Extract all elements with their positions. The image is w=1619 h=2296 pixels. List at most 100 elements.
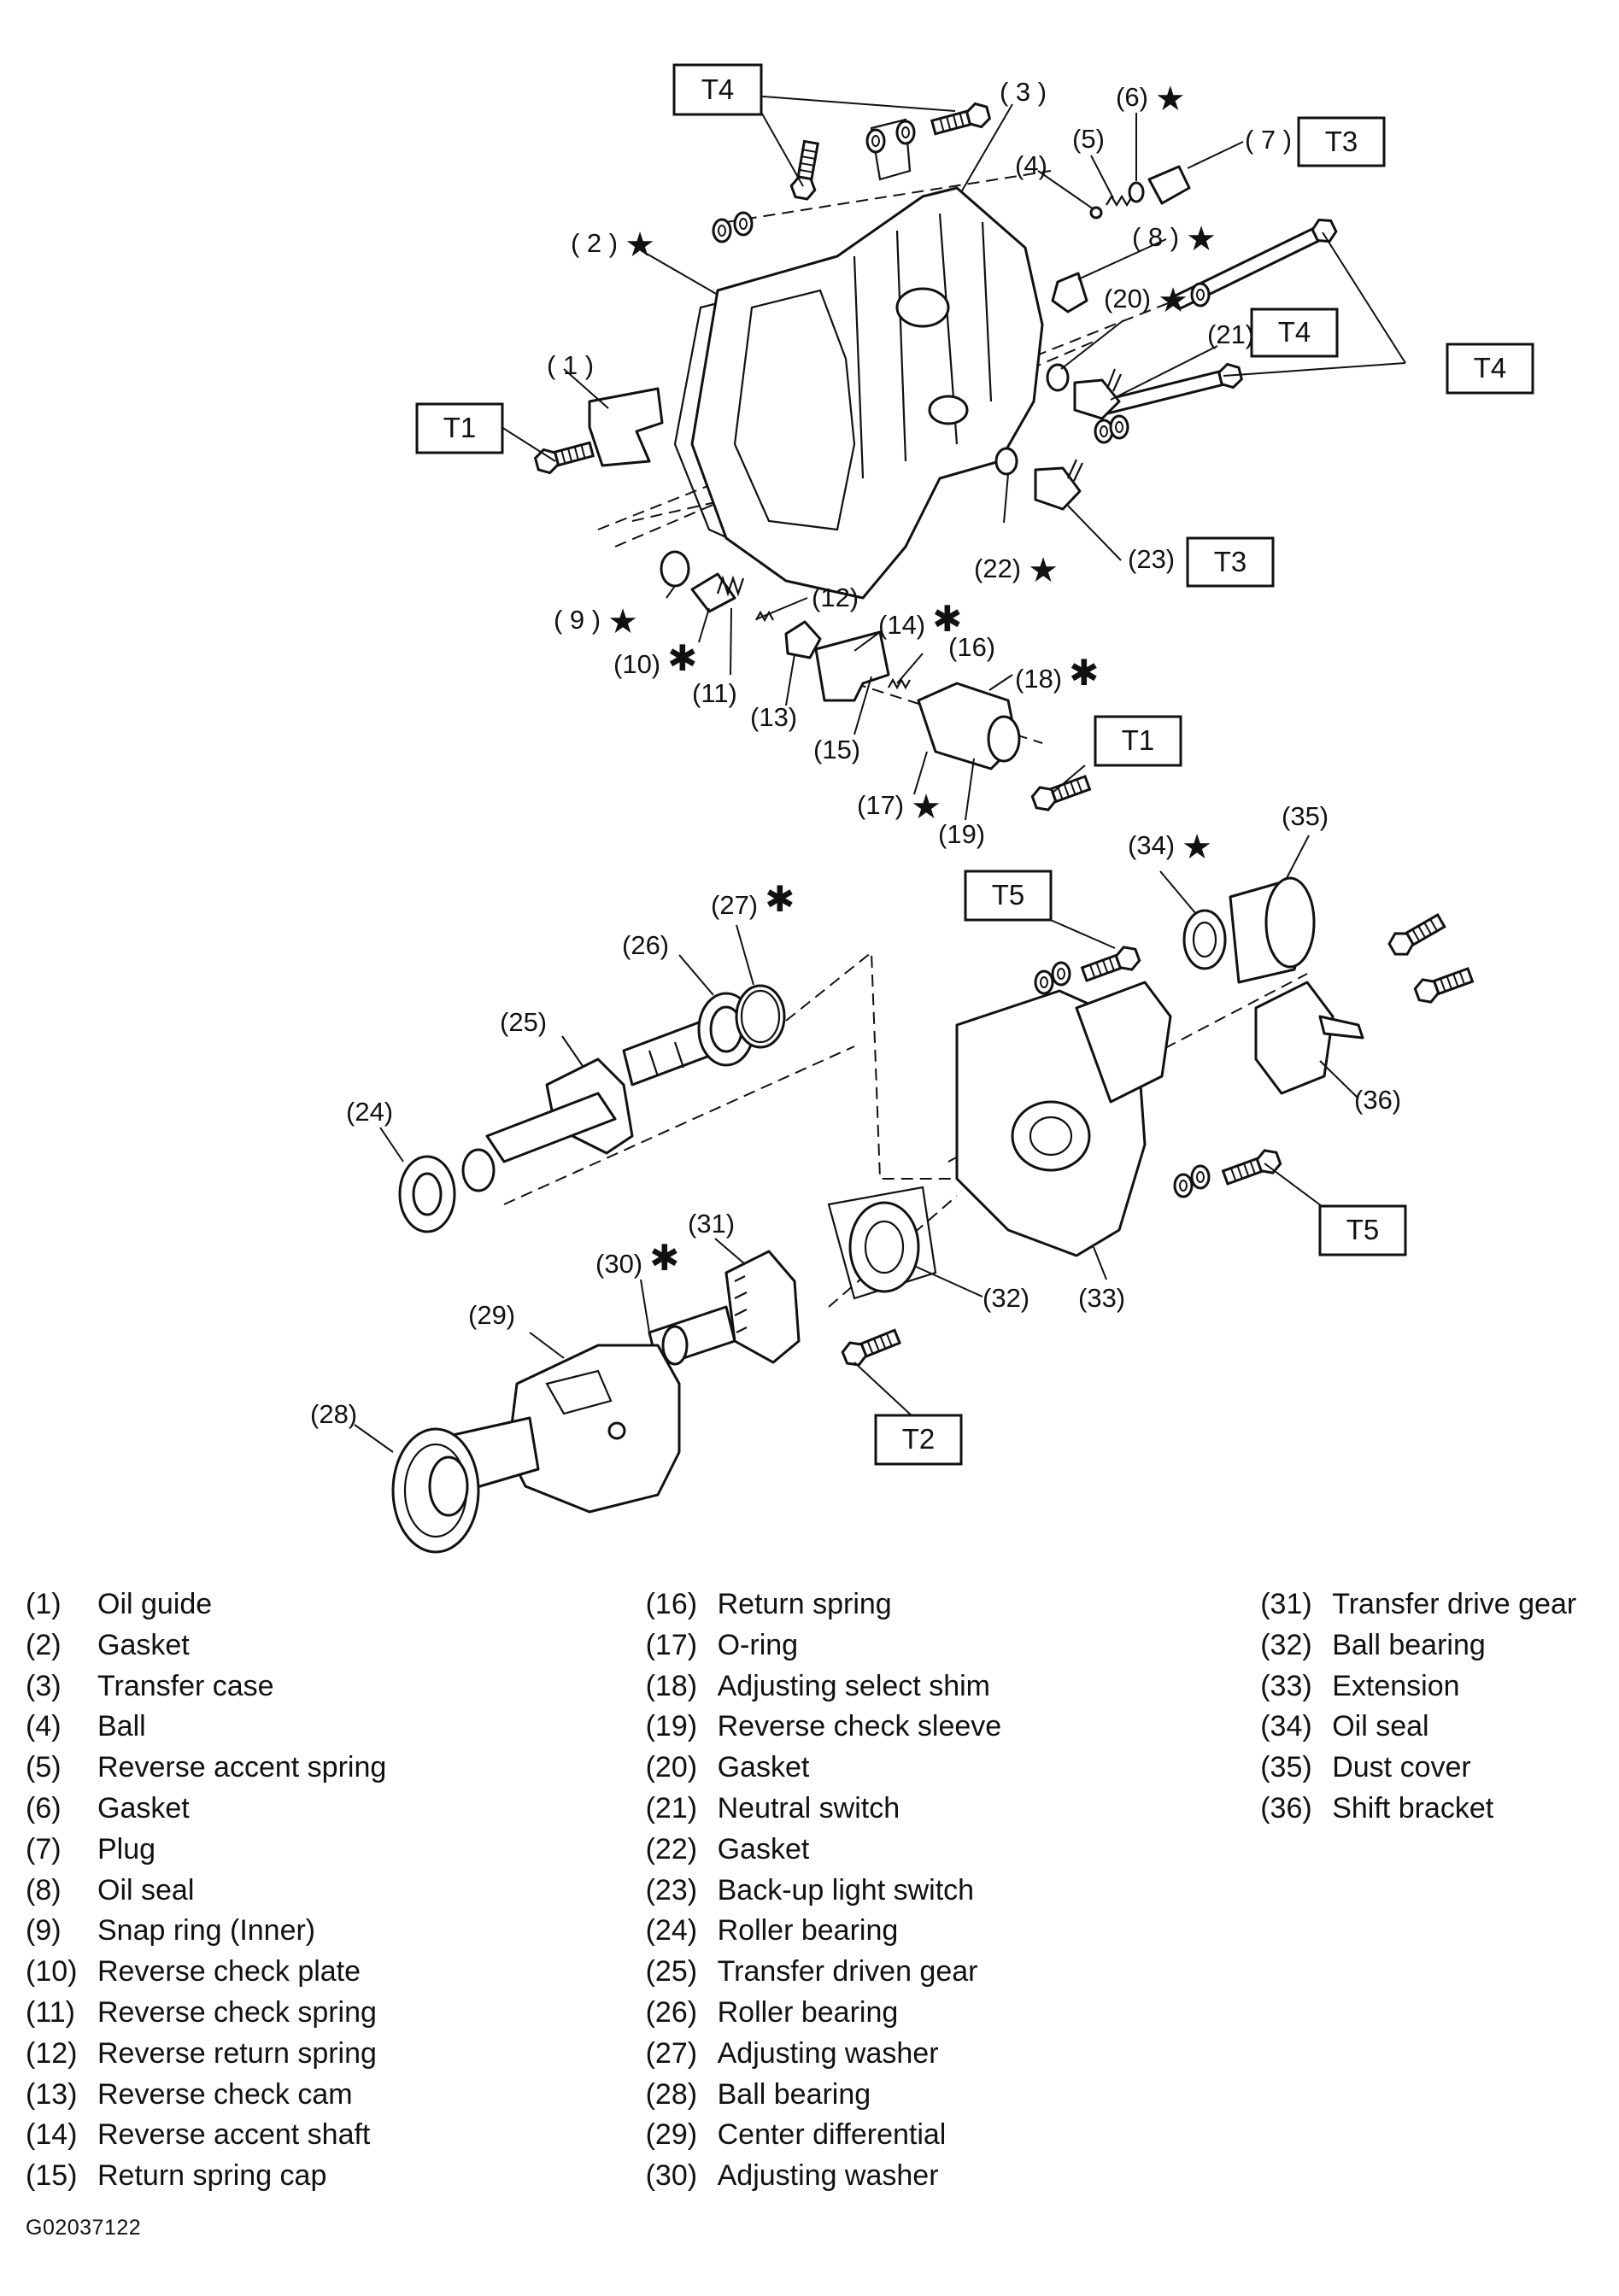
svg-text:T1: T1	[1122, 724, 1155, 756]
legend-item-number: (21)	[645, 1791, 698, 1824]
star-mark-icon: ★	[1155, 79, 1186, 119]
legend-item-number: (28)	[645, 2077, 698, 2111]
callout-5: (5)	[1072, 124, 1105, 154]
legend-item-number: (9)	[26, 1914, 62, 1948]
callout-4: (4)	[1015, 150, 1047, 180]
svg-text:T3: T3	[1214, 546, 1247, 577]
legend-item-name: O-ring	[717, 1628, 799, 1661]
legend-item-name: Snap ring (Inner)	[97, 1914, 316, 1948]
callout-29: (29)	[468, 1300, 515, 1330]
callout-13: (13)	[750, 702, 797, 732]
svg-text:T4: T4	[1474, 352, 1507, 384]
legend-item-name: Gasket	[97, 1628, 190, 1661]
legend-item-number: (6)	[26, 1791, 62, 1824]
legend-item-name: Extension	[1332, 1669, 1460, 1702]
callout-8: ( 8 )	[1132, 222, 1179, 252]
asterisk-mark-icon: ✱	[649, 1237, 679, 1279]
torque-tag-t1-left: T1	[415, 402, 504, 454]
legend-item: (25)Transfer driven gear	[646, 1952, 1261, 1993]
legend-item-name: Reverse accent spring	[97, 1751, 387, 1784]
callout-17: (17)	[857, 790, 904, 820]
callout-27: (27)	[711, 890, 758, 920]
callout-23: (23)	[1128, 544, 1175, 574]
legend-item-name: Transfer case	[97, 1669, 274, 1702]
legend-item-number: (20)	[645, 1751, 698, 1784]
legend-item-number: (11)	[26, 1995, 75, 2029]
legend-column-3: (31)Transfer drive gear(32)Ball bearing(…	[1260, 1584, 1602, 2199]
legend-item-number: (31)	[1260, 1588, 1312, 1620]
callout-30: (30)	[595, 1249, 642, 1279]
legend-item: (34)Oil seal	[1260, 1707, 1602, 1748]
legend-item-name: Ball bearing	[1332, 1628, 1486, 1661]
legend-item: (35)Dust cover	[1260, 1748, 1602, 1789]
legend-item-name: Roller bearing	[717, 1914, 899, 1948]
legend-item-name: Oil seal	[97, 1873, 195, 1906]
torque-tags: T4 T3 T4 T4 T1 T3 T1 T5	[415, 63, 1534, 1466]
torque-tag-t3-lower: T3	[1186, 536, 1275, 588]
callout-34: (34)	[1128, 830, 1175, 860]
torque-tag-t1-lower: T1	[1094, 715, 1182, 767]
callout-16: (16)	[948, 632, 995, 662]
legend-item-number: (17)	[645, 1628, 698, 1661]
legend-item: (30) Adjusting washer	[646, 2156, 1261, 2197]
svg-text:T1: T1	[443, 412, 477, 443]
callout-33: (33)	[1078, 1283, 1125, 1313]
callout-2: ( 2 )	[571, 228, 618, 258]
star-mark-icon: ★	[607, 602, 638, 641]
legend-item-number: (24)	[645, 1914, 698, 1948]
legend-item-number: (5)	[26, 1751, 62, 1784]
callout-10: (10)	[613, 649, 660, 679]
svg-text:T5: T5	[1346, 1214, 1380, 1245]
legend-item: (33) Extension	[1260, 1666, 1602, 1707]
legend-item-number: (23)	[645, 1873, 698, 1906]
legend-item-number: (14)	[26, 2118, 78, 2152]
callout-7: ( 7 )	[1245, 125, 1292, 155]
callout-31: (31)	[688, 1209, 735, 1239]
legend-item-number: (29)	[645, 2118, 698, 2152]
legend-item-name: Oil guide	[97, 1588, 213, 1620]
callout-15: (15)	[813, 735, 860, 764]
legend-item-name: Reverse check spring	[97, 1995, 377, 2029]
legend-item-number: (34)	[1260, 1710, 1312, 1743]
legend-item-name: Gasket	[717, 1751, 810, 1784]
callout-24: (24)	[346, 1097, 393, 1127]
callout-9: ( 9 )	[554, 605, 601, 635]
legend-item-number: (30)	[645, 2159, 698, 2193]
legend-item: (6)Gasket	[26, 1789, 646, 1830]
legend-item: (1) Oil guide	[26, 1584, 646, 1625]
legend-item-name: Dust cover	[1332, 1751, 1471, 1784]
legend-item-name: Reverse check cam	[97, 2077, 353, 2111]
callout-25: (25)	[500, 1007, 547, 1037]
legend-item: (31)Transfer drive gear	[1260, 1584, 1602, 1625]
legend-item-number: (18)	[645, 1669, 698, 1702]
parts-legend: (1)Oil guide(2)Gasket(3)Transfer case(4)…	[26, 1584, 1602, 2199]
legend-item-name: Adjusting washer	[717, 2036, 939, 2070]
legend-item: (27) Adjusting washer	[646, 2034, 1261, 2075]
legend-item-number: (33)	[1260, 1669, 1312, 1702]
legend-item: (19)Reverse check sleeve	[646, 1707, 1261, 1748]
legend-item-name: Gasket	[717, 1832, 810, 1866]
legend-item: (11) Reverse check spring	[26, 1993, 646, 2034]
legend-item-name: Back-up light switch	[717, 1873, 975, 1906]
legend-item: (4)Ball	[26, 1707, 646, 1748]
legend-item-number: (4)	[26, 1710, 62, 1743]
callout-28: (28)	[310, 1399, 357, 1429]
reverse-check-group	[660, 550, 1094, 815]
legend-item-name: Adjusting select shim	[717, 1669, 990, 1702]
legend-column-1: (1)Oil guide(2)Gasket(3)Transfer case(4)…	[26, 1584, 646, 2199]
legend-item: (20) Gasket	[646, 1748, 1261, 1789]
legend-item: (2)Gasket	[26, 1625, 646, 1666]
callout-marks: ★★★★✱✱★✱★★✱✱★	[607, 79, 1217, 1279]
legend-item-number: (27)	[645, 2036, 698, 2070]
svg-text:T3: T3	[1325, 126, 1358, 157]
callout-20: (20)	[1104, 284, 1151, 313]
extension-group	[391, 876, 1476, 1554]
torque-tag-t3-top: T3	[1297, 116, 1386, 167]
legend-item-number: (13)	[26, 2077, 78, 2111]
legend-item: (26)Roller bearing	[646, 1993, 1261, 2034]
legend-item: (32)Ball bearing	[1260, 1625, 1602, 1666]
torque-tag-t4-top: T4	[672, 63, 763, 116]
legend-item: (24) Roller bearing	[646, 1911, 1261, 1952]
legend-item-name: Adjusting washer	[717, 2159, 939, 2193]
legend-item-number: (1)	[26, 1588, 62, 1620]
